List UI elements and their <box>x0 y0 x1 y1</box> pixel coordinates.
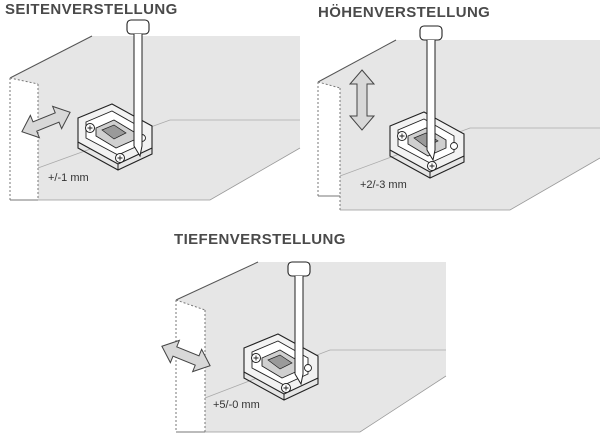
screwdriver-icon <box>419 25 443 162</box>
side-adjustment-heading: SEITENVERSTELLUNG <box>5 1 178 18</box>
depth-adjustment-illustration: +5/-0 mm <box>156 261 447 433</box>
depth-measurement-label: +5/-0 mm <box>213 399 260 411</box>
side-measurement-label: +/-1 mm <box>48 172 89 184</box>
side-adjustment-illustration: +/-1 mm <box>9 19 301 201</box>
depth-adjustment-heading: TIEFENVERSTELLUNG <box>174 231 346 248</box>
height-measurement-label: +2/-3 mm <box>360 179 407 191</box>
height-adjustment-illustration: +2/-3 mm <box>317 25 600 211</box>
screwdriver-icon <box>126 19 150 158</box>
screwdriver-icon <box>287 261 311 386</box>
height-adjustment-heading: HÖHENVERSTELLUNG <box>318 4 491 21</box>
